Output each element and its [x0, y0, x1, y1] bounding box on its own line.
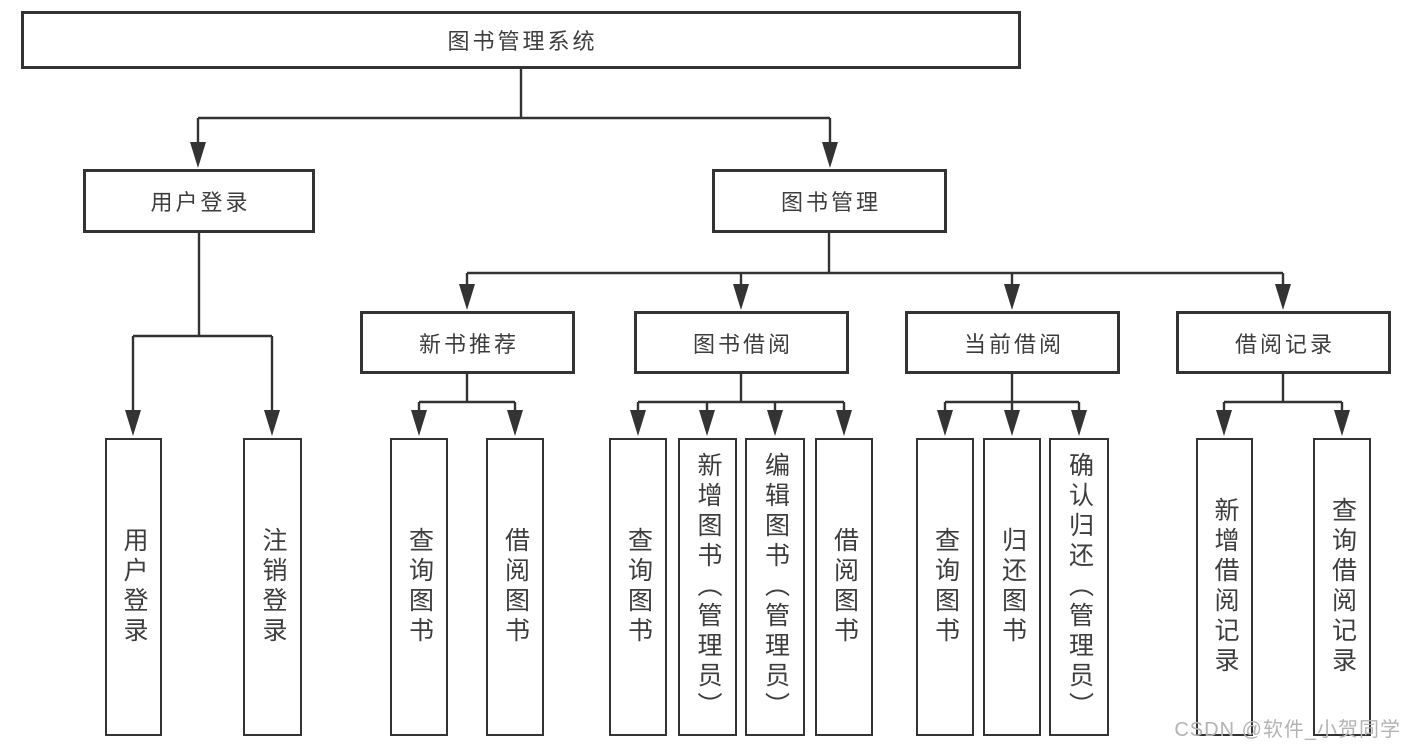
node-new-book-recommend-label: 新书推荐 — [418, 331, 519, 357]
arrowhead — [1334, 410, 1350, 436]
arrowhead — [630, 410, 646, 436]
connector-new-book-recommend-to-leaves — [411, 374, 523, 436]
arrowhead — [264, 410, 280, 436]
node-library-system-label: 图书管理系统 — [447, 29, 598, 54]
leaf-add-books-admin: 新增图书（管理员） — [678, 438, 737, 736]
node-current-borrow: 当前借阅 — [905, 311, 1120, 374]
leaf-borrow-books-borrow: 借阅图书 — [815, 438, 873, 736]
arrowhead — [1275, 284, 1291, 310]
arrowhead — [1004, 284, 1020, 310]
arrowhead — [822, 142, 838, 168]
connector-current-borrow-to-leaves — [937, 374, 1087, 436]
node-borrow-records-label: 借阅记录 — [1234, 331, 1335, 357]
leaf-user-login-label: 用户登录 — [120, 527, 148, 647]
leaf-query-borrow-record: 查询借阅记录 — [1313, 438, 1371, 736]
leaf-borrow-books-recommend-label: 借阅图书 — [501, 527, 530, 647]
leaf-return-books-label: 归还图书 — [998, 527, 1027, 647]
node-book-management-label: 图书管理 — [780, 190, 881, 215]
leaf-query-books-recommend-label: 查询图书 — [405, 527, 434, 647]
node-book-management: 图书管理 — [712, 169, 947, 233]
leaf-add-borrow-record-label: 新增借阅记录 — [1211, 497, 1239, 677]
csdn-watermark: CSDN @软件_小贺同学 — [1174, 719, 1401, 741]
node-book-borrow-label: 图书借阅 — [692, 331, 793, 357]
arrowhead — [836, 410, 852, 436]
leaf-query-books-recommend: 查询图书 — [390, 438, 448, 736]
arrowhead — [1216, 410, 1232, 436]
leaf-logout: 注销登录 — [243, 438, 302, 736]
arrowhead — [411, 410, 427, 436]
connector-user-login-to-leaves — [125, 233, 280, 436]
node-user-login-label: 用户登录 — [150, 190, 251, 215]
leaf-query-books-current-label: 查询图书 — [931, 527, 960, 647]
connector-book-borrow-to-leaves — [630, 374, 852, 436]
arrowhead — [699, 410, 715, 436]
node-user-login: 用户登录 — [83, 169, 315, 233]
arrowhead — [937, 410, 953, 436]
arrowhead — [767, 410, 783, 436]
node-current-borrow-label: 当前借阅 — [963, 331, 1064, 357]
leaf-user-login: 用户登录 — [105, 438, 162, 736]
leaf-add-borrow-record: 新增借阅记录 — [1196, 438, 1253, 736]
leaf-confirm-return-admin: 确认归还（管理员） — [1049, 438, 1109, 736]
arrowhead — [459, 284, 475, 310]
arrowhead — [1071, 410, 1087, 436]
leaf-add-books-admin-label: 新增图书（管理员） — [694, 452, 722, 722]
leaf-confirm-return-admin-label: 确认归还（管理员） — [1065, 452, 1094, 722]
node-borrow-records: 借阅记录 — [1176, 311, 1391, 374]
arrowhead — [125, 410, 141, 436]
connector-book-management-to-level3 — [459, 233, 1291, 310]
leaf-query-borrow-record-label: 查询借阅记录 — [1328, 497, 1357, 677]
leaf-edit-books-admin: 编辑图书（管理员） — [745, 438, 805, 736]
node-library-system: 图书管理系统 — [21, 11, 1021, 69]
arrowhead — [507, 410, 523, 436]
leaf-return-books: 归还图书 — [983, 438, 1041, 736]
connector-borrow-records-to-leaves — [1216, 374, 1350, 436]
leaf-logout-label: 注销登录 — [259, 527, 287, 647]
arrowhead — [733, 284, 749, 310]
connector-root-to-level2 — [190, 68, 838, 168]
leaf-edit-books-admin-label: 编辑图书（管理员） — [761, 452, 790, 722]
leaf-query-books-borrow-label: 查询图书 — [624, 527, 653, 647]
node-new-book-recommend: 新书推荐 — [360, 311, 575, 374]
arrowhead — [1004, 410, 1020, 436]
leaf-query-books-borrow: 查询图书 — [609, 438, 667, 736]
node-book-borrow: 图书借阅 — [634, 311, 849, 374]
leaf-borrow-books-borrow-label: 借阅图书 — [830, 527, 859, 647]
leaf-borrow-books-recommend: 借阅图书 — [486, 438, 544, 736]
leaf-query-books-current: 查询图书 — [916, 438, 974, 736]
arrowhead — [190, 142, 206, 168]
